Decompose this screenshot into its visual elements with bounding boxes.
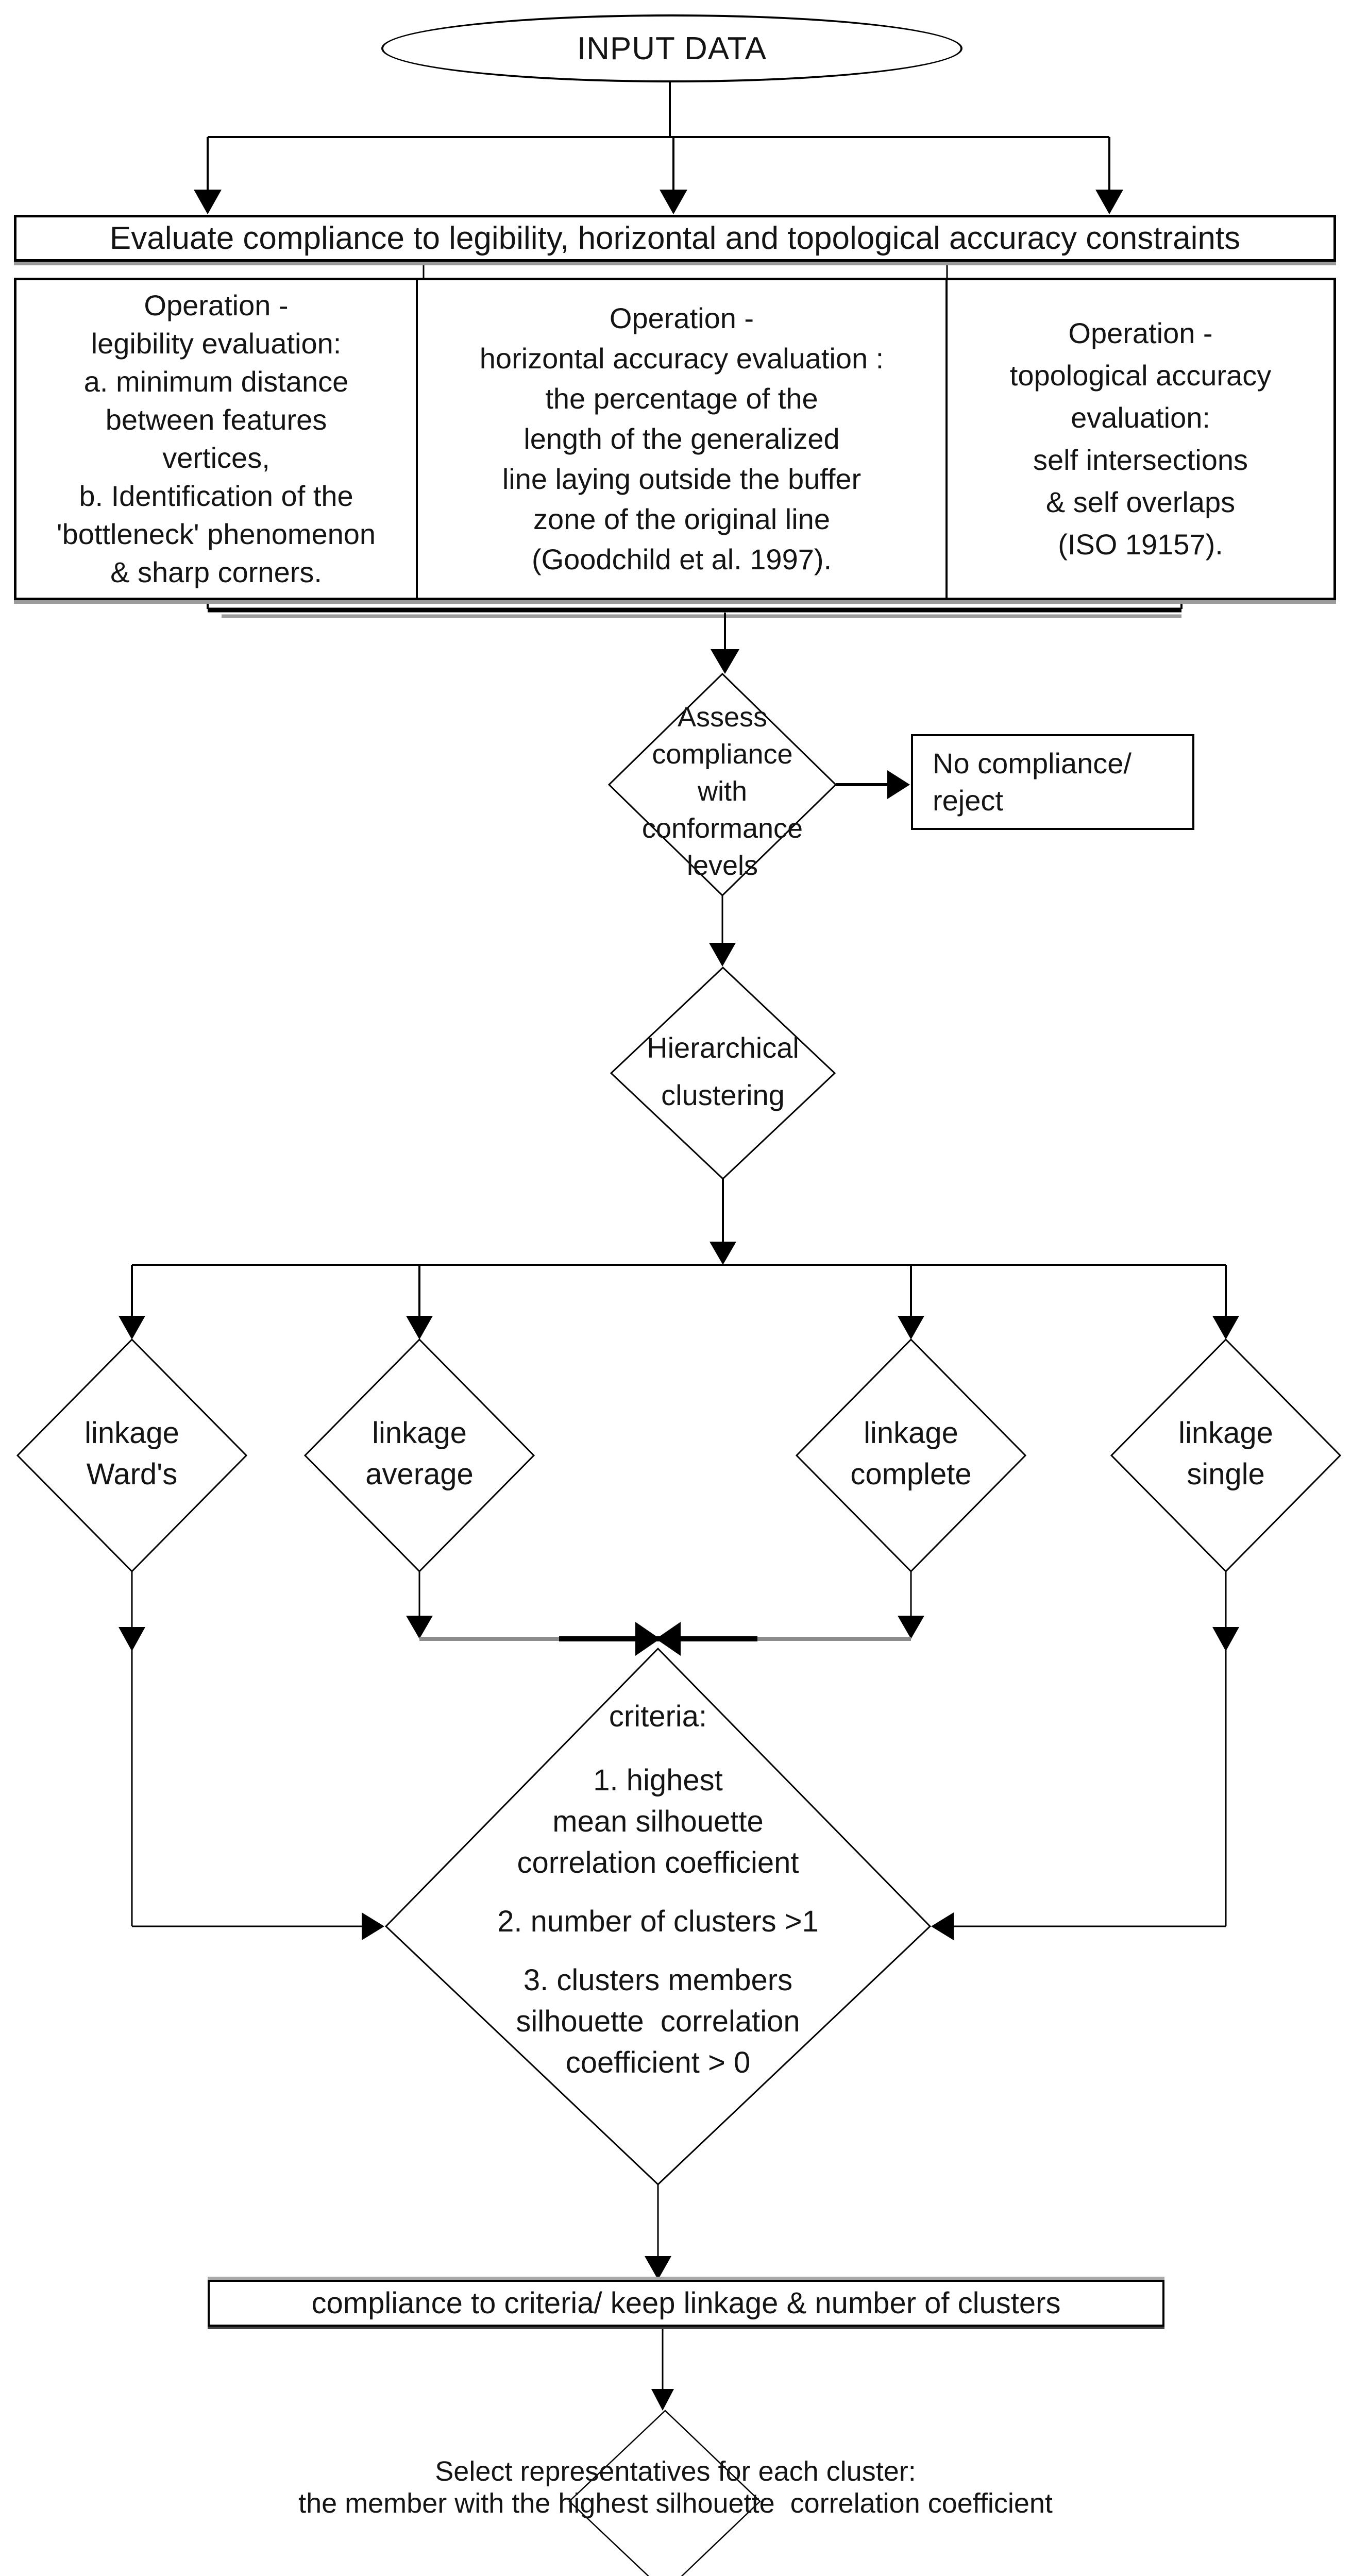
- top-branch-arrowheads: [194, 190, 1123, 214]
- reject-arrow: [836, 770, 910, 799]
- criteria-item-1b: mean silhouette: [552, 1805, 764, 1838]
- single-route: [931, 1571, 1239, 1940]
- assess-to-hier-arrow: [709, 895, 736, 967]
- input-data-label: INPUT DATA: [577, 30, 767, 66]
- no-compliance-box: No compliance/reject: [911, 734, 1194, 830]
- criteria-diamond-label: criteria: 1. highest mean silhouette cor…: [390, 1696, 926, 2083]
- select-diamond: [568, 2410, 761, 2576]
- bracket-lines: [207, 601, 1183, 674]
- linkage-branch-arrowheads: [119, 1242, 1239, 1340]
- criteria-item-3c: coefficient > 0: [565, 2046, 751, 2079]
- operations-table: Operation -legibility evaluation:a. mini…: [14, 278, 1336, 600]
- compliance-keep-box: compliance to criteria/ keep linkage & n…: [208, 2280, 1164, 2327]
- select-line-1: Select representatives for each cluster:: [435, 2456, 916, 2487]
- input-data-terminator: INPUT DATA: [381, 14, 962, 82]
- wards-route: [119, 1571, 384, 1940]
- linkage-branch-lines: [131, 1179, 1227, 1318]
- compliance-keep-label: compliance to criteria/ keep linkage & n…: [311, 2286, 1061, 2320]
- funnel-lines: [406, 1571, 924, 1656]
- criteria-title: criteria:: [609, 1700, 707, 1733]
- select-representatives-label: Select representatives for each cluster:…: [0, 2455, 1351, 2519]
- table-connector-lines: [423, 264, 948, 279]
- compliance-to-select-arrow: [651, 2327, 674, 2411]
- operation-horizontal-lines: Operation -horizontal accuracy evaluatio…: [479, 302, 884, 575]
- top-branch-lines: [207, 78, 1110, 192]
- criteria-to-compliance-arrow: [645, 2184, 671, 2280]
- evaluate-compliance-box: Evaluate compliance to legibility, horiz…: [14, 215, 1336, 262]
- operation-horizontal-inner-panel: [448, 328, 931, 589]
- criteria-item-3: 3. clusters members: [523, 1963, 793, 1997]
- criteria-item-2: 2. number of clusters >1: [497, 1905, 819, 1938]
- operation-horizontal-cell: Operation -horizontal accuracy evaluatio…: [418, 280, 948, 598]
- operation-legibility-cell: Operation -legibility evaluation:a. mini…: [16, 280, 418, 598]
- criteria-item-3b: silhouette correlation: [516, 2005, 800, 2038]
- evaluate-compliance-label: Evaluate compliance to legibility, horiz…: [109, 221, 1241, 256]
- select-line-2: the member with the highest silhouette c…: [298, 2488, 1053, 2519]
- criteria-item-1c: correlation coefficient: [517, 1846, 799, 1879]
- criteria-item-1: 1. highest: [593, 1764, 723, 1797]
